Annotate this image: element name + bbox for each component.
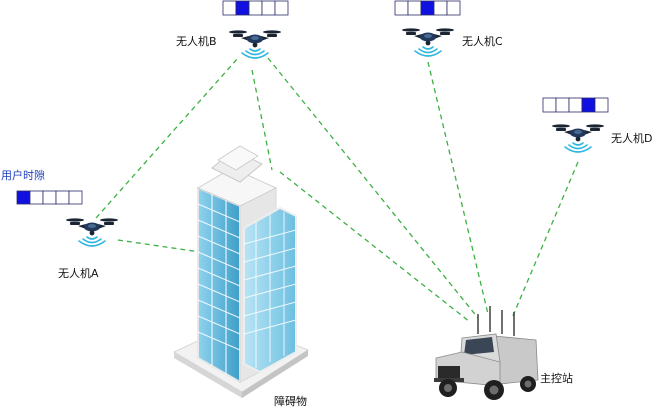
ground-station-label: 主控站 <box>540 371 573 385</box>
wireless-signal-icon <box>241 48 269 59</box>
slot-4 <box>261 0 276 16</box>
quadcopter-drone-icon <box>402 28 454 46</box>
drone-c <box>402 28 454 57</box>
drone-b-slot-bar <box>222 0 289 16</box>
user-slot-bar <box>16 190 83 205</box>
wireless-signal-icon <box>564 142 592 153</box>
slot-5 <box>446 0 461 16</box>
slot-2 <box>235 0 250 16</box>
link-drone-c-station <box>427 61 489 315</box>
drone-a-label: 无人机A <box>58 266 99 280</box>
slot-1 <box>16 190 31 205</box>
user-slot-caption: 用户时隙 <box>1 168 45 182</box>
slot-4 <box>433 0 448 16</box>
drone-c-label: 无人机C <box>462 34 503 48</box>
slot-1 <box>222 0 237 16</box>
wireless-signal-icon <box>414 46 442 57</box>
quadcopter-drone-icon <box>229 30 281 48</box>
drone-b-label: 无人机B <box>176 34 217 48</box>
command-vehicle-icon <box>434 306 539 400</box>
slot-1 <box>542 97 557 113</box>
slot-2 <box>555 97 570 113</box>
slot-2 <box>407 0 422 16</box>
slot-3 <box>248 0 263 16</box>
slot-2 <box>29 190 44 205</box>
slot-5 <box>274 0 289 16</box>
link-drone-d-station <box>511 161 579 319</box>
link-obstacle-station <box>279 171 471 323</box>
drone-c-slot-bar <box>394 0 461 16</box>
slot-4 <box>581 97 596 113</box>
slot-1 <box>394 0 409 16</box>
link-drone-b-station <box>267 57 479 319</box>
quadcopter-drone-icon <box>552 124 604 142</box>
drone-b <box>229 30 281 59</box>
quadcopter-drone-icon <box>66 218 118 236</box>
drone-a <box>66 218 118 247</box>
drone-d-label: 无人机D <box>611 131 652 145</box>
slot-5 <box>68 190 83 205</box>
slot-3 <box>420 0 435 16</box>
link-drone-a-obstacle <box>117 239 201 253</box>
link-drone-b-obstacle <box>251 69 273 171</box>
communication-links <box>95 57 579 323</box>
wireless-signal-icon <box>78 236 106 247</box>
slot-3 <box>568 97 583 113</box>
drone-d <box>552 124 604 153</box>
drone-d-slot-bar <box>542 97 609 113</box>
obstacle-label: 障碍物 <box>274 394 307 408</box>
skyscraper-icon <box>173 145 309 398</box>
slot-4 <box>55 190 70 205</box>
slot-5 <box>594 97 609 113</box>
slot-3 <box>42 190 57 205</box>
